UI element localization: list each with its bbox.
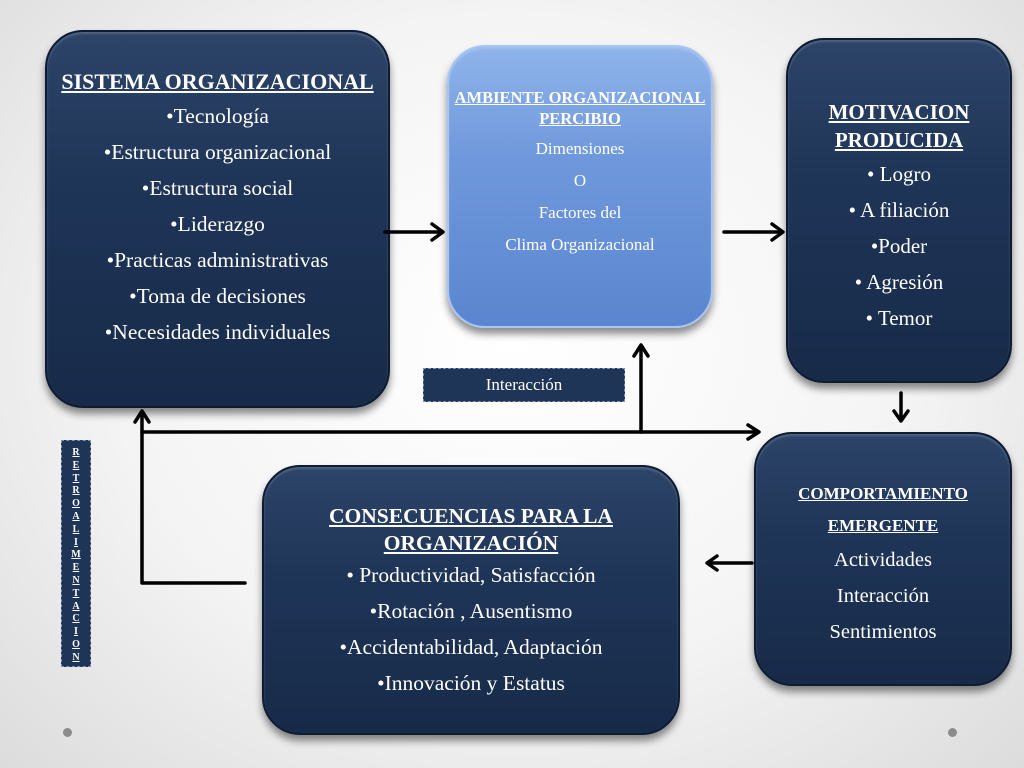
retro-letter: T	[72, 587, 80, 599]
consecuencias-item: •Rotación , Ausentismo	[369, 599, 573, 623]
arrow-feedback-to-sistema	[133, 409, 247, 585]
consecuencias-title: CONSECUENCIAS PARA LA ORGANIZACIÓN	[329, 504, 613, 555]
comportamiento-title-line2: EMERGENTE	[827, 516, 939, 535]
arrow-interaccion-to-ambiente	[632, 343, 650, 434]
retro-letter: C	[72, 613, 80, 625]
motivacion-item: • Logro	[867, 162, 931, 186]
retro-letter: O	[72, 498, 80, 510]
retro-letter: I	[74, 626, 78, 638]
motivacion-item: • Temor	[865, 306, 933, 330]
motivacion-item: • A filiación	[848, 198, 950, 222]
ambiente-line: Dimensiones	[535, 139, 625, 158]
consecuencias-item: • Productividad, Satisfacción	[346, 563, 596, 587]
retro-letter: O	[72, 638, 80, 650]
retro-letter: I	[74, 536, 78, 548]
consecuencias-item: •Accidentabilidad, Adaptación	[339, 635, 603, 659]
retro-letter: E	[72, 459, 80, 471]
retro-letter: E	[72, 562, 80, 574]
sistema-item: •Practicas administrativas	[106, 248, 329, 272]
sistema-item: •Liderazgo	[170, 212, 265, 236]
motivacion-title: MOTIVACION PRODUCIDA	[828, 100, 970, 152]
arrow-motivacion-to-comportamiento	[892, 391, 910, 423]
consecuencias-item: •Innovación y Estatus	[377, 671, 565, 695]
retro-letter: A	[72, 600, 80, 612]
sistema-item: •Necesidades individuales	[104, 320, 331, 344]
motivacion-producida-box: MOTIVACION PRODUCIDA • Logro • A filiaci…	[786, 38, 1012, 383]
interaccion-label: Interacción	[423, 368, 625, 402]
motivacion-item: •Poder	[870, 234, 928, 258]
retro-letter: A	[72, 510, 80, 522]
comportamiento-title-line1: COMPORTAMIENTO	[798, 484, 968, 503]
retro-letter: L	[72, 523, 80, 535]
retro-letter: T	[72, 472, 80, 484]
sistema-item: •Estructura organizacional	[103, 140, 332, 164]
consecuencias-box: CONSECUENCIAS PARA LA ORGANIZACIÓN • Pro…	[262, 465, 680, 735]
sistema-item: •Estructura social	[141, 176, 294, 200]
arrow-ambiente-to-motivacion	[722, 222, 785, 242]
ambiente-line: Factores del	[538, 203, 622, 222]
arrow-interaccion-to-comportamiento	[140, 423, 761, 441]
ambiente-title: AMBIENTE ORGANIZACIONAL PERCIBIO	[454, 88, 706, 128]
sistema-item: •Toma de decisiones	[129, 284, 306, 308]
motivacion-item: • Agresión	[854, 270, 944, 294]
comportamiento-line: Actividades	[834, 549, 932, 571]
retro-letter: N	[72, 651, 80, 663]
comportamiento-line: Interacción	[836, 585, 930, 607]
retro-letter: R	[72, 485, 80, 497]
arrow-comportamiento-to-consecuencias	[705, 554, 754, 572]
sistema-title: SISTEMA ORGANIZACIONAL	[61, 69, 374, 94]
retro-letter: R	[72, 447, 80, 458]
slide-decoration-dot	[63, 728, 72, 737]
arrow-sistema-to-ambiente	[383, 222, 445, 242]
sistema-organizacional-box: SISTEMA ORGANIZACIONAL •Tecnología •Estr…	[45, 30, 390, 408]
slide-decoration-dot	[948, 728, 957, 737]
sistema-item: •Tecnología	[166, 104, 269, 128]
retro-letter: N	[72, 574, 80, 586]
retroalimentacion-label: R E T R O A L I M E N T A C I O N	[61, 440, 91, 667]
ambiente-line: O	[573, 171, 587, 190]
ambiente-line: Clima Organizacional	[505, 235, 655, 254]
retro-letter: M	[71, 549, 81, 561]
ambiente-organizacional-box: AMBIENTE ORGANIZACIONAL PERCIBIO Dimensi…	[447, 45, 713, 328]
comportamiento-emergente-box: COMPORTAMIENTO EMERGENTE Actividades Int…	[754, 432, 1012, 686]
comportamiento-line: Sentimientos	[829, 621, 937, 643]
